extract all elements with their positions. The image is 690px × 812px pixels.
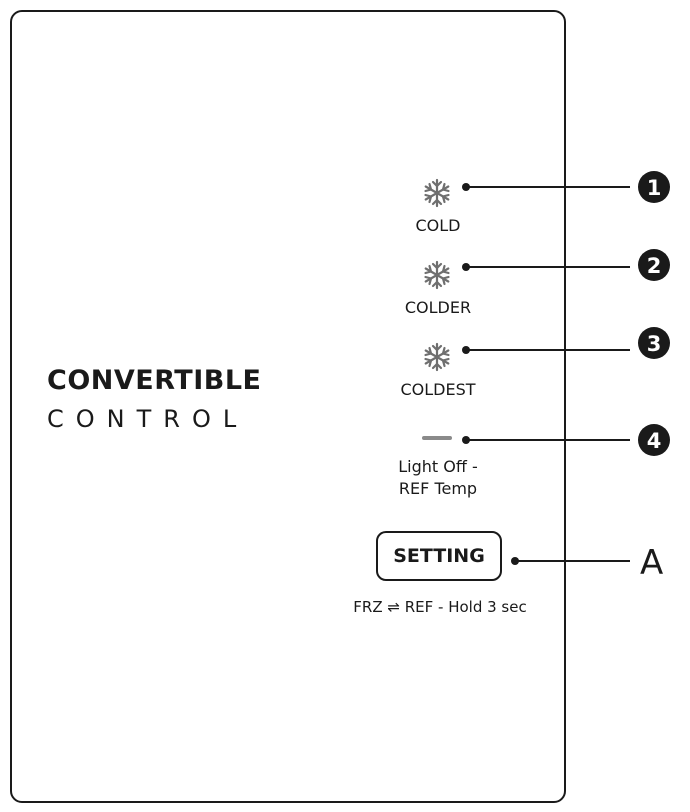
mode-label-coldest: COLDEST (400, 380, 476, 399)
callout-dot-3 (462, 346, 470, 354)
callout-letter-a: A (640, 543, 664, 583)
control-panel (10, 10, 566, 803)
callout-number-2: 2 (647, 254, 662, 278)
callout-dot-2 (462, 263, 470, 271)
callout-circle-3 (638, 327, 670, 359)
snowflake-icon[interactable] (421, 259, 453, 291)
callout-number-4: 4 (647, 429, 662, 453)
snowflake-icon[interactable] (421, 177, 453, 209)
panel-title: CONVERTIBLE (47, 365, 262, 396)
light-off-label-line2: REF Temp (398, 479, 478, 498)
callout-circle-2 (638, 249, 670, 281)
setting-button[interactable]: SETTING (376, 531, 502, 581)
mode-label-cold: COLD (415, 216, 461, 235)
light-off-label: Light Off - REF Temp (368, 456, 508, 500)
callout-number-1: 1 (647, 176, 662, 200)
callout-circle-4 (638, 424, 670, 456)
mode-label-colder: COLDER (404, 298, 472, 317)
callout-dot-4 (462, 436, 470, 444)
panel-subtitle: CONTROL (47, 405, 249, 433)
callout-number-3: 3 (647, 332, 662, 356)
light-off-label-line1: Light Off - (398, 457, 478, 476)
dash-indicator-icon[interactable] (422, 436, 452, 440)
setting-hint: FRZ ⇌ REF - Hold 3 sec (353, 598, 527, 616)
callout-lines (466, 186, 630, 562)
snowflake-icon[interactable] (421, 341, 453, 373)
callout-dot-a (511, 557, 519, 565)
callout-circle-1 (638, 171, 670, 203)
callout-dot-1 (462, 183, 470, 191)
